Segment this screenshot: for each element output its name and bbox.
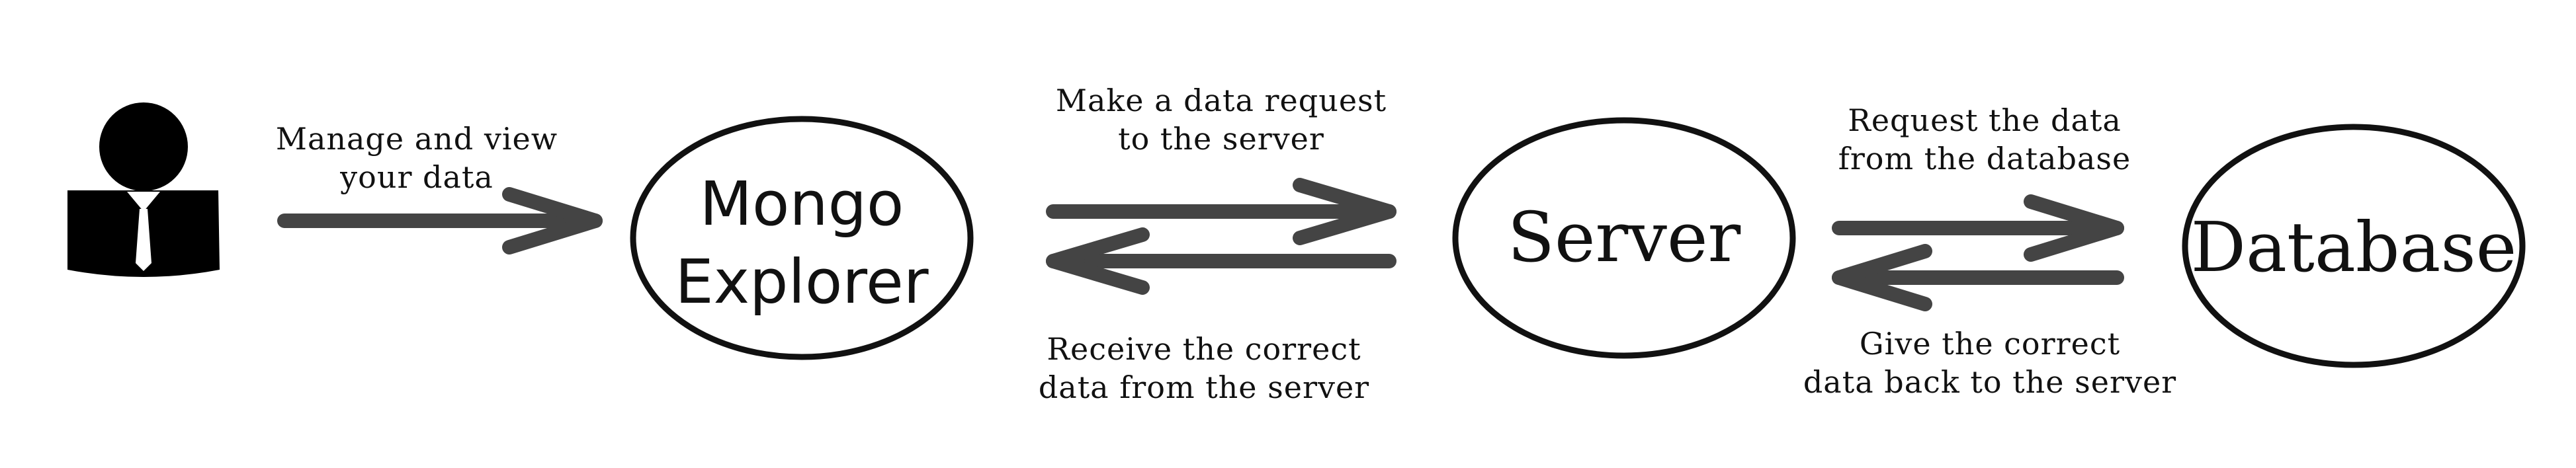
node-mongo-explorer: Mongo Explorer [630,116,974,360]
arrow-user-to-explorer [277,187,603,254]
edge-label-user-to-explorer-line2: your data [339,159,494,195]
edge-label-database-to-server-line2: data back to the server [1803,364,2176,400]
user-businessman-icon [67,102,220,277]
edge-label-server-to-database-line2: from the database [1838,141,2131,176]
edge-label-explorer-to-server-line2: to the server [1118,121,1324,157]
edge-label-user-to-explorer-line1: Manage and view [276,121,558,157]
arrow-database-to-server [1832,244,2124,311]
edge-label-server-to-explorer-line2: data from the server [1039,370,1369,405]
node-mongo-explorer-line1: Mongo [700,169,904,239]
edge-label-database-to-server-line1: Give the correct [1860,326,2120,362]
arrow-server-to-explorer [1046,227,1396,295]
edge-label-explorer-to-server-line1: Make a data request [1056,83,1387,118]
arrow-server-to-database [1832,194,2124,262]
node-database-label: Database [2191,207,2517,288]
node-mongo-explorer-line2: Explorer [675,247,928,317]
edge-label-server-to-explorer-line1: Receive the correct [1047,331,1361,367]
node-server: Server [1452,117,1796,359]
edge-label-server-to-database-line1: Request the data [1848,102,2122,138]
arrow-explorer-to-server [1046,178,1396,245]
node-server-label: Server [1508,197,1741,278]
node-database: Database [2182,124,2526,368]
